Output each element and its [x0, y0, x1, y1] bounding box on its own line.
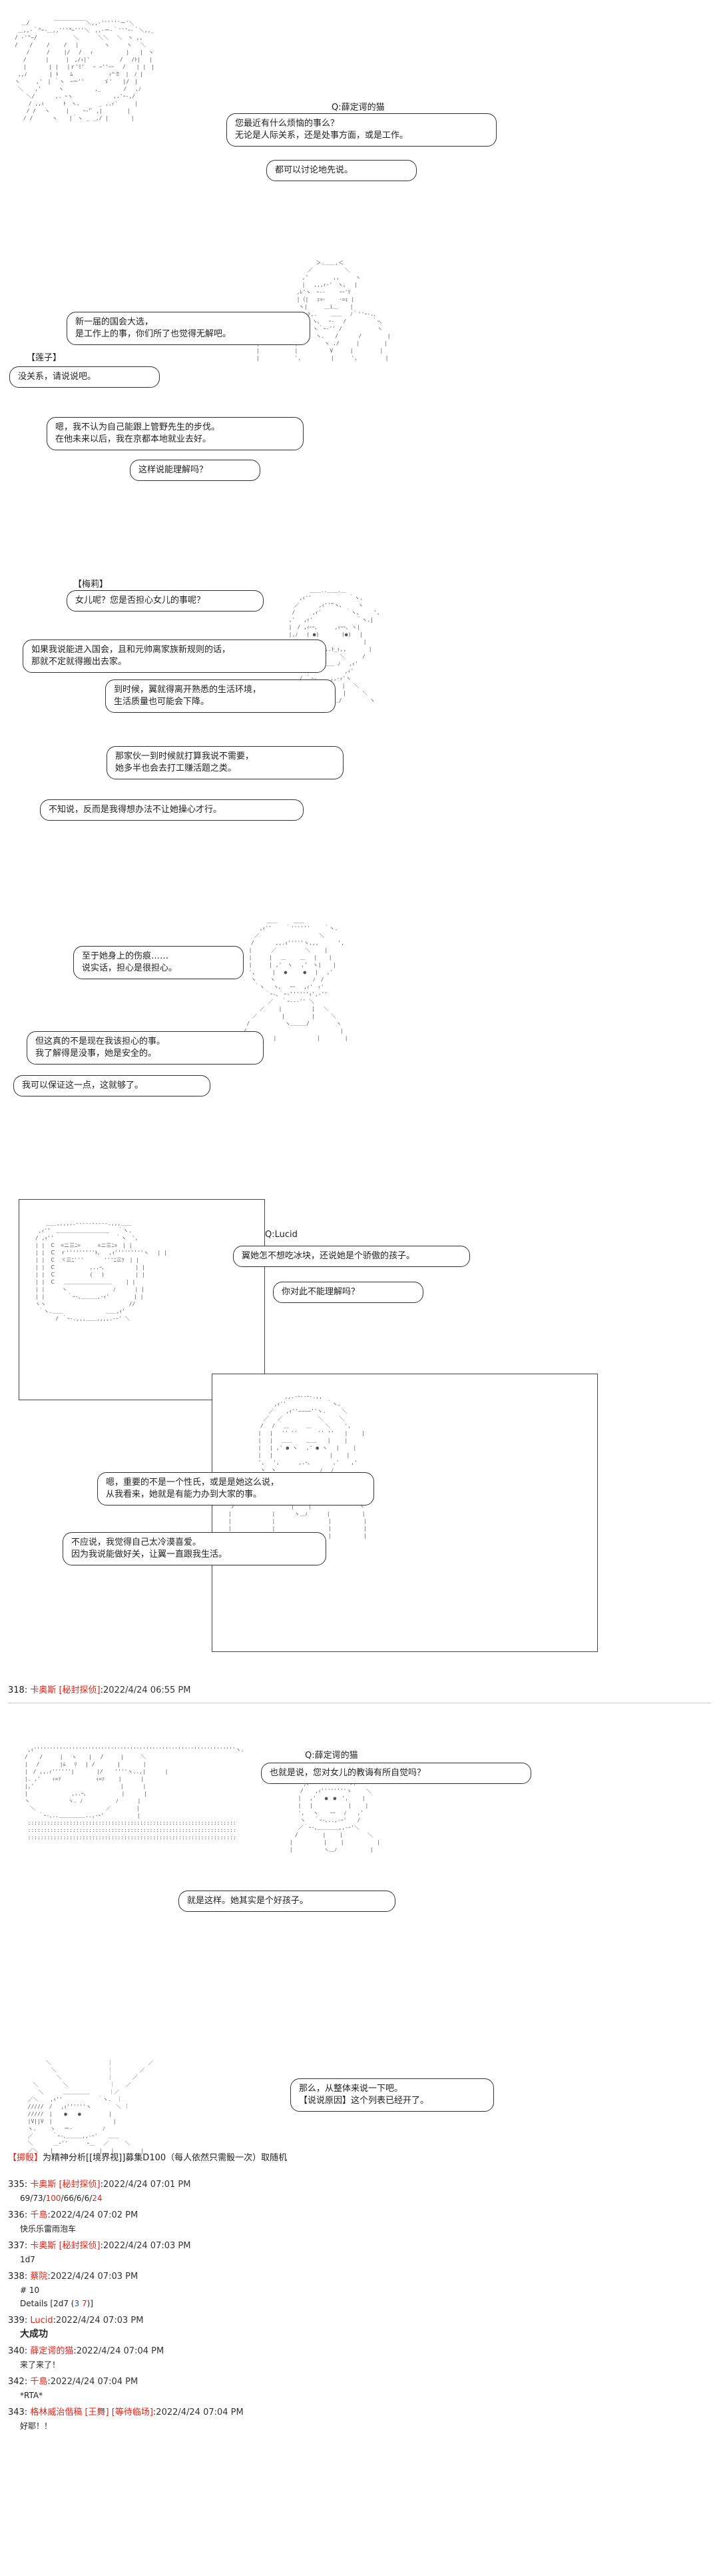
post-datetime: 2022/4/24 06:55 PM: [103, 1685, 191, 1695]
post-338: 338: 蔡院:2022/4/24 07:03 PM # 10 Details …: [8, 2270, 138, 2310]
announcement-label: 【掷骰】: [8, 2153, 43, 2163]
post-body: 快乐乐雷雨泡车: [20, 2224, 77, 2234]
post-datetime: 2022/4/24 07:03 PM: [56, 2316, 144, 2326]
post-number: 340: [8, 2346, 25, 2356]
post-datetime: 2022/4/24 07:04 PM: [156, 2407, 244, 2417]
scene3-bubble-5: 不知说，反而是我得想办法不让她操心才行。: [40, 799, 304, 821]
post-number: 339: [8, 2316, 25, 2326]
post-author[interactable]: 薛定谔的猫: [30, 2346, 74, 2356]
post-body: 69/73/100/66/6/6/24: [20, 2194, 103, 2203]
post-datetime: 2022/4/24 07:03 PM: [103, 2241, 191, 2251]
scene3-tag: 【梅莉】: [73, 580, 109, 590]
scene6-bubble-2: 就是这样。她其实是个好孩子。: [178, 1891, 395, 1912]
scene7-bubble-1: 那么，从整体来说一下吧。 【说说原因】这个列表已经开了。: [290, 2078, 494, 2112]
post-number: 335: [8, 2180, 25, 2190]
post-author[interactable]: 卡奥斯 [秘封探侦]: [30, 1685, 101, 1695]
scene6-tag: Q:薛定谔的猫: [305, 1751, 358, 1761]
scene4-bubble-3: 我可以保证这一点，这就够了。: [13, 1075, 210, 1096]
scene1-bubble-2: 都可以讨论地先说。: [266, 160, 417, 181]
post-datetime: 2022/4/24 07:02 PM: [50, 2210, 138, 2220]
ascii-art-character-4: ＿＿ ＿＿ ,ｨ'' ｀'''''' ｀ヽ. ／ ＼ / ,,.ｨ'''''ヽ.…: [240, 918, 348, 1041]
scene6-bubble-1: 也就是说，您对女儿的教诲有所自觉吗？: [261, 1763, 531, 1784]
scene2-bubble-1: 新一届的国会大选， 是工作上的事，你们所了也觉得无解吧。: [67, 312, 310, 345]
post-number: 338: [8, 2272, 25, 2282]
dice-details: Details [2d7 (3 7)]: [20, 2299, 93, 2308]
panel-frame-left: [19, 1199, 265, 1400]
announcement-text: 为精神分析[[境界视]]募集D100（每人依然只需骰一次）取随机: [43, 2153, 288, 2163]
scene5-tag: Q:Lucid: [265, 1230, 298, 1240]
scene2-tag: 【莲子】: [27, 353, 62, 363]
post-number: 342: [8, 2377, 25, 2387]
post-author[interactable]: 卡奥斯 [秘封探侦]: [30, 2180, 101, 2190]
ascii-art-character-5a: ＿＿,,,,..---‐‐‐‐---.,,,＿＿ ,ｨ'' ＿＿＿＿＿＿＿＿＿＿…: [35, 1220, 167, 1322]
scene3-bubble-4: 那家伙一到时候就打算我说不需要， 她多半也会去打工赚活题之类。: [107, 746, 344, 779]
scene2-bubble-4: 这样说能理解吗？: [130, 460, 260, 481]
post-342: 342: 千島:2022/4/24 07:04 PM *RTA*: [8, 2375, 138, 2402]
post-body: 好耶！！: [20, 2421, 53, 2431]
ascii-art-character-1: ＿/ ￣￣￣￣￣￣＼,,-''''''ー'＼ ＿,,-＾^ｰ-＿,,'''^ｰ'…: [15, 20, 154, 121]
post-datetime: 2022/4/24 07:04 PM: [76, 2346, 164, 2356]
scene4-bubble-1: 至于她身上的伤痕…… 说实话，担心是很担心。: [73, 946, 244, 979]
post-datetime: 2022/4/24 07:01 PM: [103, 2180, 191, 2190]
post-340: 340: 薛定谔的猫:2022/4/24 07:04 PM 来了来了！: [8, 2345, 164, 2371]
ascii-art-character-7: ＼ ｜ ／ ＼ ｜ ／ ＼ ｜ ／ ＼ ＼ ｜ ／ ＼ ＿＿＿＿＿ ｜／ ／＼ …: [27, 2060, 154, 2154]
announcement: 【掷骰】为精神分析[[境界视]]募集D100（每人依然只需骰一次）取随机: [8, 2152, 287, 2165]
post-number: 336: [8, 2210, 25, 2220]
scene5-bubble-2: 你对此不能理解吗？: [273, 1282, 423, 1303]
post-author[interactable]: 千島: [30, 2210, 48, 2220]
scene3-bubble-2: 如果我说能进入国会，且和元帅离家族新规则的话， 那就不定就得搬出去家。: [23, 640, 326, 673]
post-body: 1d7: [20, 2255, 35, 2264]
scene3-bubble-1: 女儿呢？您是否担心女儿的事呢？: [67, 590, 264, 612]
scene5-bubble-3: 嗯，重要的不是一个性氏，或是是她这么说， 从我看来，她就是有能力办到大家的事。: [97, 1472, 374, 1505]
post-author[interactable]: 千島: [30, 2377, 48, 2387]
ascii-art-character-5b: ,,.-ｰ‐‐ｰ-.,, ,ｨ'' ｀ヽ. ／ ,ｨ''~~~~''ヽ. ＼ ／…: [228, 1394, 367, 1539]
scene3-bubble-3: 到时候，翼就得离开熟悉的生活环境， 生活质量也可能会下降。: [105, 679, 336, 713]
ascii-art-character-2: ＞.＿＿.＜ ／ ＼ ,' ,, ヽ | ,,,ｨ‐' ヽ、 | ,ﾚ'ヽ ｰ-…: [256, 260, 391, 361]
dice-1: 3: [74, 2299, 80, 2308]
post-number: 343: [8, 2407, 25, 2417]
scene5-bubble-4: 不应说，我觉得自己太冷漠喜爱。 因为我说能做好关，让翼一直跟我生活。: [63, 1532, 326, 1565]
post-number: 318: [8, 1685, 25, 1695]
scene4-bubble-2: 但这真的不是现在我该担心的事。 我了解得是没事，她是安全的。: [27, 1031, 264, 1065]
post-body: 来了来了！: [20, 2360, 61, 2369]
post-author[interactable]: 卡奥斯 [秘封探侦]: [30, 2241, 101, 2251]
post-343: 343: 格林威治偕稿 [王舞] [等待临场]:2022/4/24 07:04 …: [8, 2406, 244, 2433]
scene1-tag: Q:薛定谔的猫: [332, 103, 385, 113]
panel-frame-right: [212, 1374, 598, 1652]
dice-2: 7: [81, 2299, 87, 2308]
post-datetime: 2022/4/24 07:04 PM: [50, 2377, 138, 2387]
scene2-bubble-3: 嗯，我不认为自己能跟上管野先生的步伐。 在他未来以后，我在京都本地就业去好。: [47, 417, 304, 450]
post-335: 335: 卡奥斯 [秘封探侦]:2022/4/24 07:01 PM 69/73…: [8, 2178, 190, 2205]
post-datetime: 2022/4/24 07:03 PM: [50, 2272, 138, 2282]
post-337: 337: 卡奥斯 [秘封探侦]:2022/4/24 07:03 PM 1d7: [8, 2240, 190, 2266]
post-body: *RTA*: [20, 2391, 43, 2400]
post-body: # 10: [20, 2286, 40, 2295]
post-author[interactable]: 格林威治偕稿 [王舞] [等待临场]: [30, 2407, 153, 2417]
post-author[interactable]: 蔡院: [30, 2272, 48, 2282]
ascii-art-character-6a: ,ｨ''''''''''''''''''''''''''''''''''''''…: [24, 1747, 244, 1841]
post-number: 337: [8, 2241, 25, 2251]
scene5-bubble-1: 翼她怎不想吃冰块，还说她是个骄傲的孩子。: [233, 1246, 470, 1267]
scene2-bubble-2: 没关系，请说说吧。: [9, 366, 160, 388]
post-339: 339: Lucid:2022/4/24 07:03 PM 大成功: [8, 2316, 144, 2340]
post-author[interactable]: Lucid: [30, 2316, 53, 2326]
post-body: 大成功: [20, 2329, 48, 2340]
post-336: 336: 千島:2022/4/24 07:02 PM 快乐乐雷雨泡车: [8, 2209, 138, 2236]
scene1-bubble-1: 您最近有什么烦恼的事么？ 无论是人际关系，还是处事方面，或是工作。: [226, 113, 497, 147]
post-318-header: 318: 卡奥斯 [秘封探侦]:2022/4/24 06:55 PM: [8, 1685, 191, 1695]
